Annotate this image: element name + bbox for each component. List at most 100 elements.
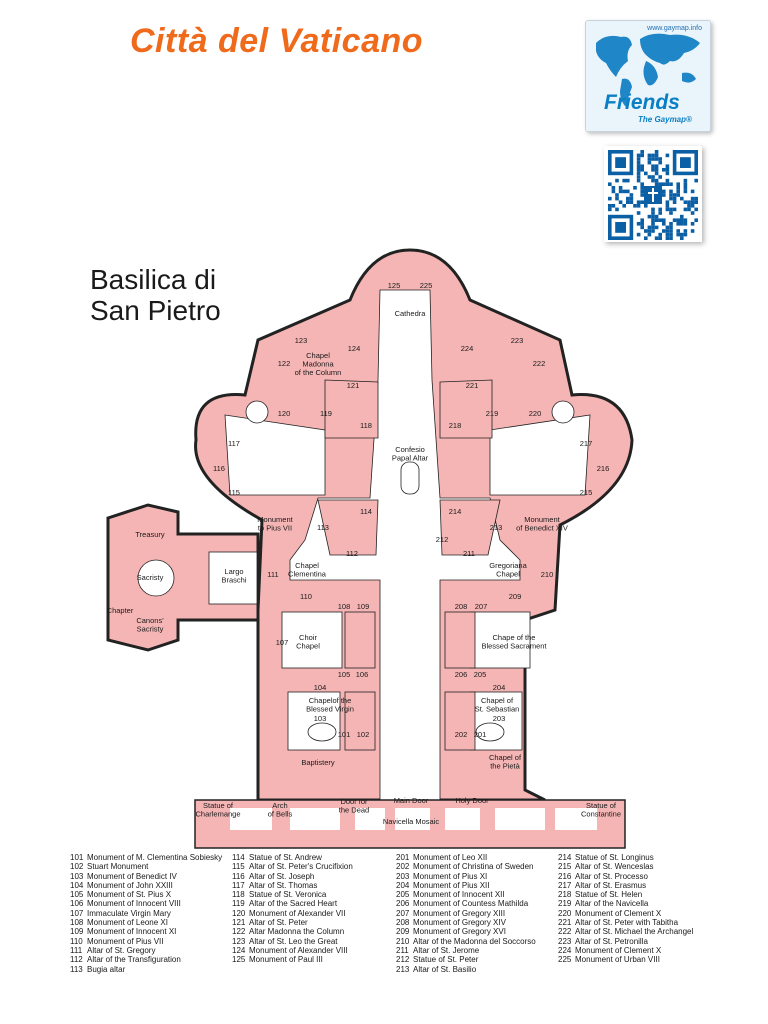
legend-number: 125	[232, 955, 246, 965]
monument-number-212: 212	[436, 535, 449, 544]
legend-number: 224	[558, 945, 572, 955]
label-canons-sacristy: Canons'Sacristy	[136, 616, 164, 634]
legend-number: 220	[558, 908, 572, 918]
legend-number: 105	[70, 890, 84, 900]
legend-number: 111	[70, 945, 83, 955]
legend-number: 211	[396, 945, 409, 955]
logo-name: Friends	[604, 91, 680, 114]
legend-number: 218	[558, 890, 572, 900]
monument-number-123: 123	[295, 336, 308, 345]
monument-number-115: 115	[228, 488, 240, 497]
legend-text: Monument of Innocent XI	[87, 927, 177, 937]
monument-number-116: 116	[213, 464, 225, 473]
portico-openings	[230, 808, 597, 830]
qr-code[interactable]	[604, 146, 702, 242]
monument-number-206: 206	[455, 670, 468, 679]
label-holy-door: Holy Door	[455, 796, 489, 805]
legend-text: Altar of St. Peter	[249, 918, 308, 928]
label-sacristy: Sacristy	[137, 573, 164, 582]
legend-text: Immaculate Virgin Mary	[87, 908, 171, 918]
legend-text: Altar of St. Joseph	[249, 871, 315, 881]
monument-number-122: 122	[278, 359, 291, 368]
monument-number-104: 104	[314, 683, 327, 692]
legend-number: 121	[232, 918, 246, 928]
virgin-chapel-room	[287, 691, 341, 751]
legend-number: 216	[558, 871, 572, 881]
monument-number-125: 125	[388, 281, 401, 290]
logo-tagline: The Gaymap®	[638, 115, 692, 124]
logo-url[interactable]: www.gaymap.info	[647, 25, 702, 32]
pier-aisle-l1	[344, 611, 376, 669]
legend-number: 115	[232, 862, 245, 872]
pier-ne	[439, 379, 493, 439]
friends-logo[interactable]: www.gaymap.info Friends The Gaymap®	[585, 20, 711, 132]
legend-number: 107	[70, 908, 84, 918]
legend-text: Monument of M. Clementina Sobiesky	[87, 853, 223, 862]
legend-text: Altar of St. Peter with Tabitha	[575, 918, 679, 928]
legend-text: Altar of St. Petronilla	[575, 936, 648, 946]
legend-text: Altar of St. Michael the Archangel	[575, 927, 694, 937]
legend-text: Altar of St. Erasmus	[575, 880, 647, 890]
legend-number: 225	[558, 955, 572, 965]
world-map-icon	[586, 21, 710, 131]
legend-text: Monument of Christina of Sweden	[413, 862, 534, 872]
legend-text: Monument of Alexander VIII	[249, 945, 348, 955]
legend-number: 119	[232, 899, 245, 909]
legend-number: 223	[558, 936, 572, 946]
legend-number: 118	[232, 890, 245, 900]
monument-number-106: 106	[356, 670, 369, 679]
monument-number-108: 108	[338, 602, 351, 611]
legend-text: Altar of St. Basilio	[413, 964, 477, 974]
legend-number: 106	[70, 899, 84, 909]
right-apse-niche	[551, 400, 575, 424]
monument-number-216: 216	[597, 464, 610, 473]
monument-number-110: 110	[300, 592, 312, 601]
legend-text: Statue of St. Andrew	[249, 853, 322, 862]
pier-se	[439, 499, 501, 556]
left-apse-niche	[245, 400, 269, 424]
sacristy-dome	[137, 559, 175, 597]
monument-number-214: 214	[449, 507, 462, 516]
monument-number-105: 105	[338, 670, 351, 679]
monument-number-101: 101	[338, 730, 351, 739]
label-cathedra: Cathedra	[395, 309, 427, 318]
legend-text: Statue of St. Longinus	[575, 853, 654, 862]
monument-number-124: 124	[348, 344, 361, 353]
legend-text: Altar of St. Thomas	[249, 880, 318, 890]
pieta-font	[475, 722, 505, 742]
legend-number: 222	[558, 927, 572, 937]
legend-number: 124	[232, 945, 246, 955]
monument-number-117: 117	[228, 439, 240, 448]
legend-text: Altar of St. Processo	[575, 871, 648, 881]
monument-number-204: 204	[493, 683, 506, 692]
legend-text: Monument of Gregory XIII	[413, 908, 506, 918]
